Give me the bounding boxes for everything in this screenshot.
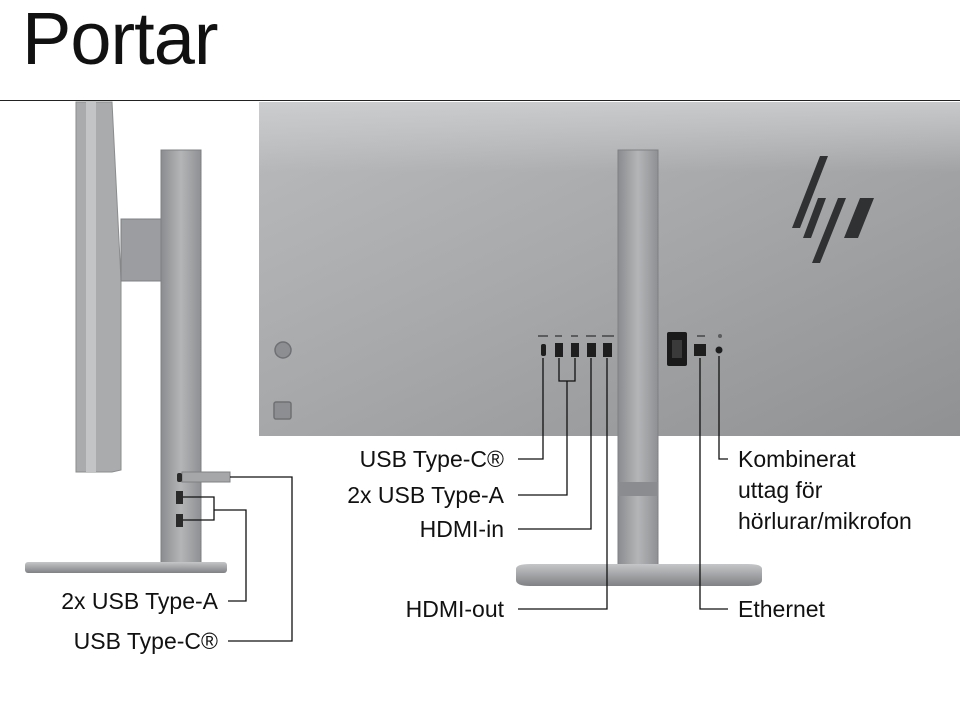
back-label-usb-c: USB Type-C® (359, 446, 504, 472)
back-usb-a-port-icon-2 (571, 343, 579, 357)
side-usb-c-leader (228, 476, 293, 642)
hdmi-out-leader (518, 358, 608, 610)
audio-label-line-3: hörlurar/mikrofon (738, 508, 912, 535)
menu-button-icon (273, 401, 292, 420)
back-stand-cable-opening (618, 482, 658, 496)
hdmi-out-port-icon (603, 343, 612, 357)
side-usb-c-port-icon (177, 473, 182, 482)
back-usb-a-leader (518, 381, 568, 496)
ethernet-leader (699, 358, 728, 610)
back-label-usb-a: 2x USB Type-A (347, 482, 504, 508)
back-panel-sheen (259, 102, 960, 172)
side-stand-base (25, 562, 227, 573)
side-usb-a-bracket (183, 496, 215, 521)
ethernet-port-icon (694, 344, 706, 356)
hdmi-in-port-icon (587, 343, 596, 357)
port-silkscreen (538, 334, 722, 338)
title-divider (0, 100, 960, 101)
side-view-monitor (25, 101, 293, 642)
back-view-monitor (259, 102, 960, 610)
back-label-audio: Kombinerat uttag för hörlurar/mikrofon (738, 444, 912, 537)
side-hinge (120, 218, 166, 282)
page-title: Portar (22, 0, 219, 80)
side-usb-a-leader (214, 509, 247, 602)
back-usb-a-port-icon (555, 343, 563, 357)
side-panel-edge (75, 101, 122, 473)
side-label-usb-c: USB Type-C® (73, 628, 218, 654)
side-label-usb-a: 2x USB Type-A (61, 588, 218, 614)
hp-logo-icon (792, 156, 874, 263)
audio-label-line-1: Kombinerat (738, 446, 856, 472)
back-usb-c-leader (518, 358, 544, 460)
back-label-hdmi-in: HDMI-in (419, 516, 504, 542)
hdmi-in-leader (518, 358, 592, 530)
back-stand-base (516, 564, 762, 586)
back-label-ethernet: Ethernet (738, 596, 825, 622)
side-usb-a-port-icon (176, 491, 183, 504)
audio-jack-icon (715, 346, 723, 354)
side-cable-clip (181, 471, 231, 483)
audio-leader (718, 356, 728, 460)
back-label-hdmi-out: HDMI-out (405, 596, 504, 622)
back-usb-c-port-icon (541, 344, 546, 356)
back-stand-column (617, 149, 659, 577)
side-panel-highlight (86, 102, 96, 472)
side-usb-a-port-icon-2 (176, 514, 183, 527)
power-button-icon (274, 341, 292, 359)
audio-label-line-2: uttag för (738, 477, 823, 504)
